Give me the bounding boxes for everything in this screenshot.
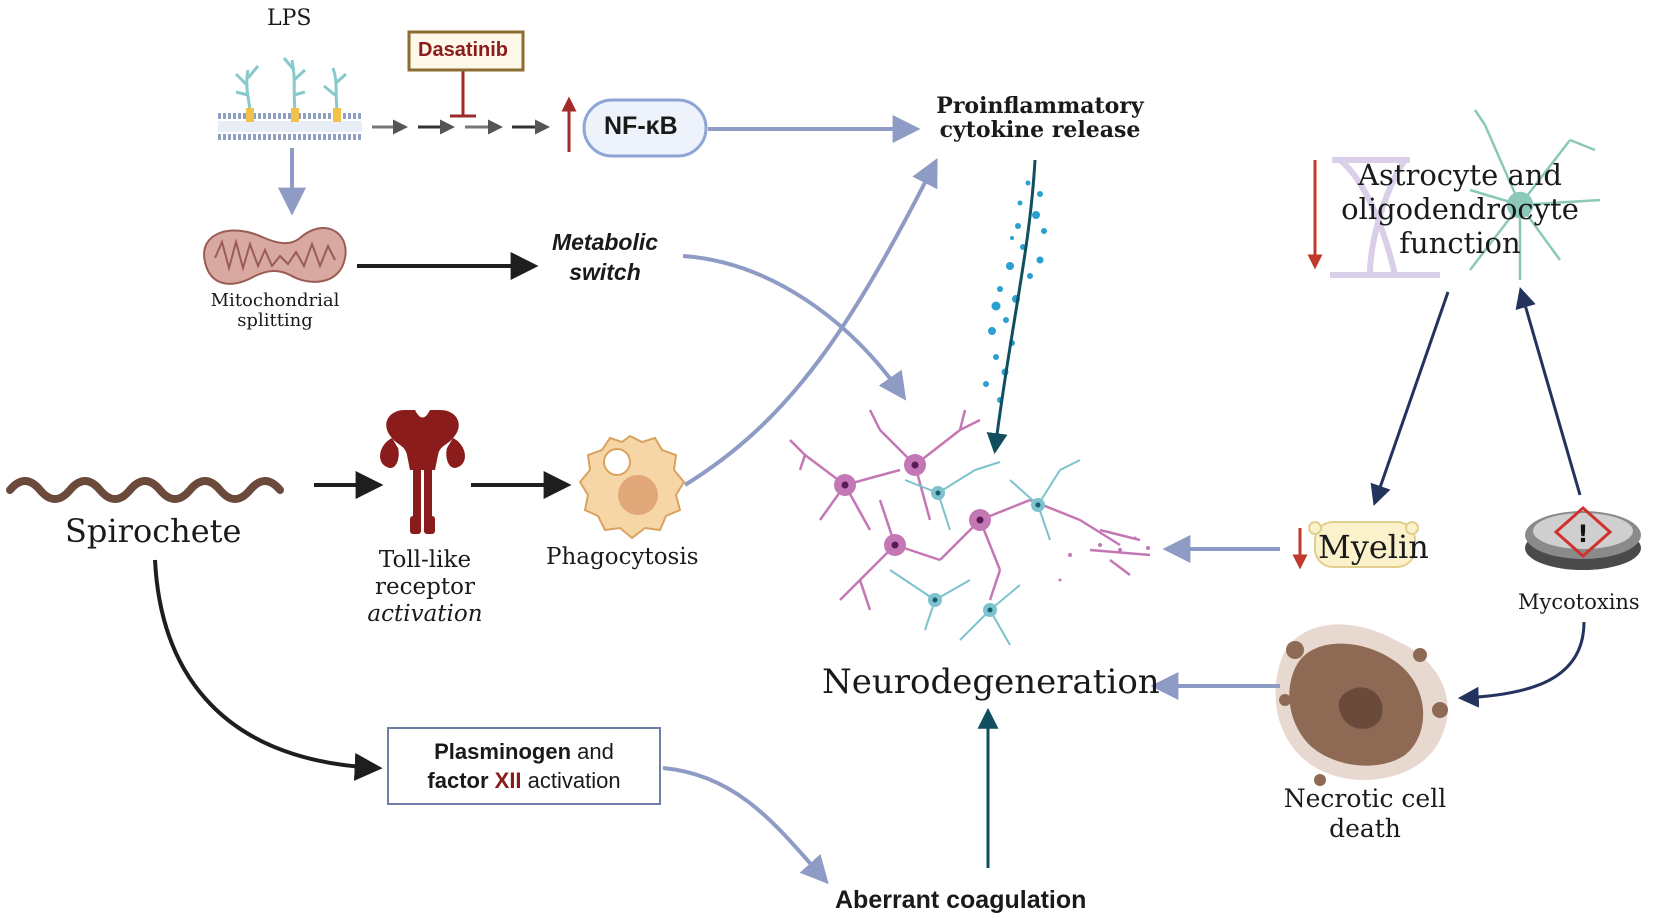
metabolic-line-1: Metabolic — [551, 229, 659, 255]
mitochondrial-label: Mitochondrial splitting — [195, 291, 355, 331]
plasminogen-bold: Plasminogen — [434, 739, 572, 764]
phagocyte-icon — [578, 434, 686, 540]
necrotic-cell-icon — [1275, 624, 1448, 786]
astrocyte-label: Astrocyte and oligodendrocyte function — [1330, 158, 1590, 261]
nfkb-label: NF-κB — [604, 112, 678, 140]
phagocytosis-label: Phagocytosis — [546, 544, 699, 570]
aberrant-coagulation-label: Aberrant coagulation — [835, 886, 1087, 914]
plasminogen-and: and — [571, 739, 614, 764]
mitochondrial-line-2: splitting — [237, 309, 313, 331]
metabolic-switch-label: Metabolic switch — [535, 228, 675, 288]
astrocyte-line-2: oligodendrocyte — [1341, 192, 1579, 227]
proinflammatory-label: Proinflammatory cytokine release — [920, 93, 1160, 144]
factor-bold: factor — [427, 767, 495, 793]
mitochondrion-icon — [203, 227, 347, 285]
myelin-icon — [1308, 521, 1419, 568]
plasminogen-label: Plasminogen and factor XII activation — [388, 738, 660, 795]
factor-activation: activation — [521, 767, 621, 793]
petri-dish-mycotoxin-icon: ! — [1525, 505, 1641, 570]
tlr-line-3: activation — [367, 601, 483, 628]
necrotic-line-1: Necrotic cell — [1283, 784, 1447, 813]
tlr-label: Toll-like receptor activation — [350, 547, 500, 628]
lps-label: LPS — [267, 6, 312, 31]
spirochete-icon — [6, 477, 284, 503]
spirochete-label: Spirochete — [65, 512, 242, 550]
tlr-line-2: receptor — [375, 574, 475, 601]
metabolic-line-2: switch — [569, 258, 641, 285]
plasminogen-line-1: Plasminogen and — [388, 738, 660, 767]
tlr-line-1: Toll-like — [378, 547, 472, 573]
plasminogen-line-2: factor XII activation — [388, 767, 660, 796]
nfkb-pill — [582, 98, 708, 158]
proinflammatory-line-1: Proinflammatory — [936, 93, 1144, 119]
plasminogen-box — [387, 727, 661, 805]
factor-xii: XII — [494, 767, 522, 793]
svg-text:!: ! — [1578, 520, 1589, 548]
necrotic-label: Necrotic cell death — [1270, 784, 1460, 844]
toll-like-receptor-icon — [380, 410, 465, 534]
astrocyte-line-3: function — [1399, 226, 1521, 261]
proinflammatory-line-2: cytokine release — [939, 117, 1141, 144]
neurodegeneration-label: Neurodegeneration — [822, 662, 1160, 702]
astrocyte-line-1: Astrocyte and — [1358, 158, 1562, 192]
lps-membrane-icon — [218, 57, 362, 140]
necrotic-line-2: death — [1329, 814, 1401, 843]
dasatinib-box — [407, 30, 525, 72]
dasatinib-label: Dasatinib — [418, 39, 509, 61]
neuron-network-icon — [789, 409, 1151, 646]
oligodendrocyte-icon — [1330, 157, 1440, 278]
cytokine-droplets-icon — [983, 180, 1047, 403]
astrocyte-icon — [1469, 109, 1601, 280]
mycotoxins-label: Mycotoxins — [1518, 590, 1640, 614]
mitochondrial-line-1: Mitochondrial — [210, 290, 340, 311]
myelin-label: Myelin — [1318, 528, 1429, 566]
